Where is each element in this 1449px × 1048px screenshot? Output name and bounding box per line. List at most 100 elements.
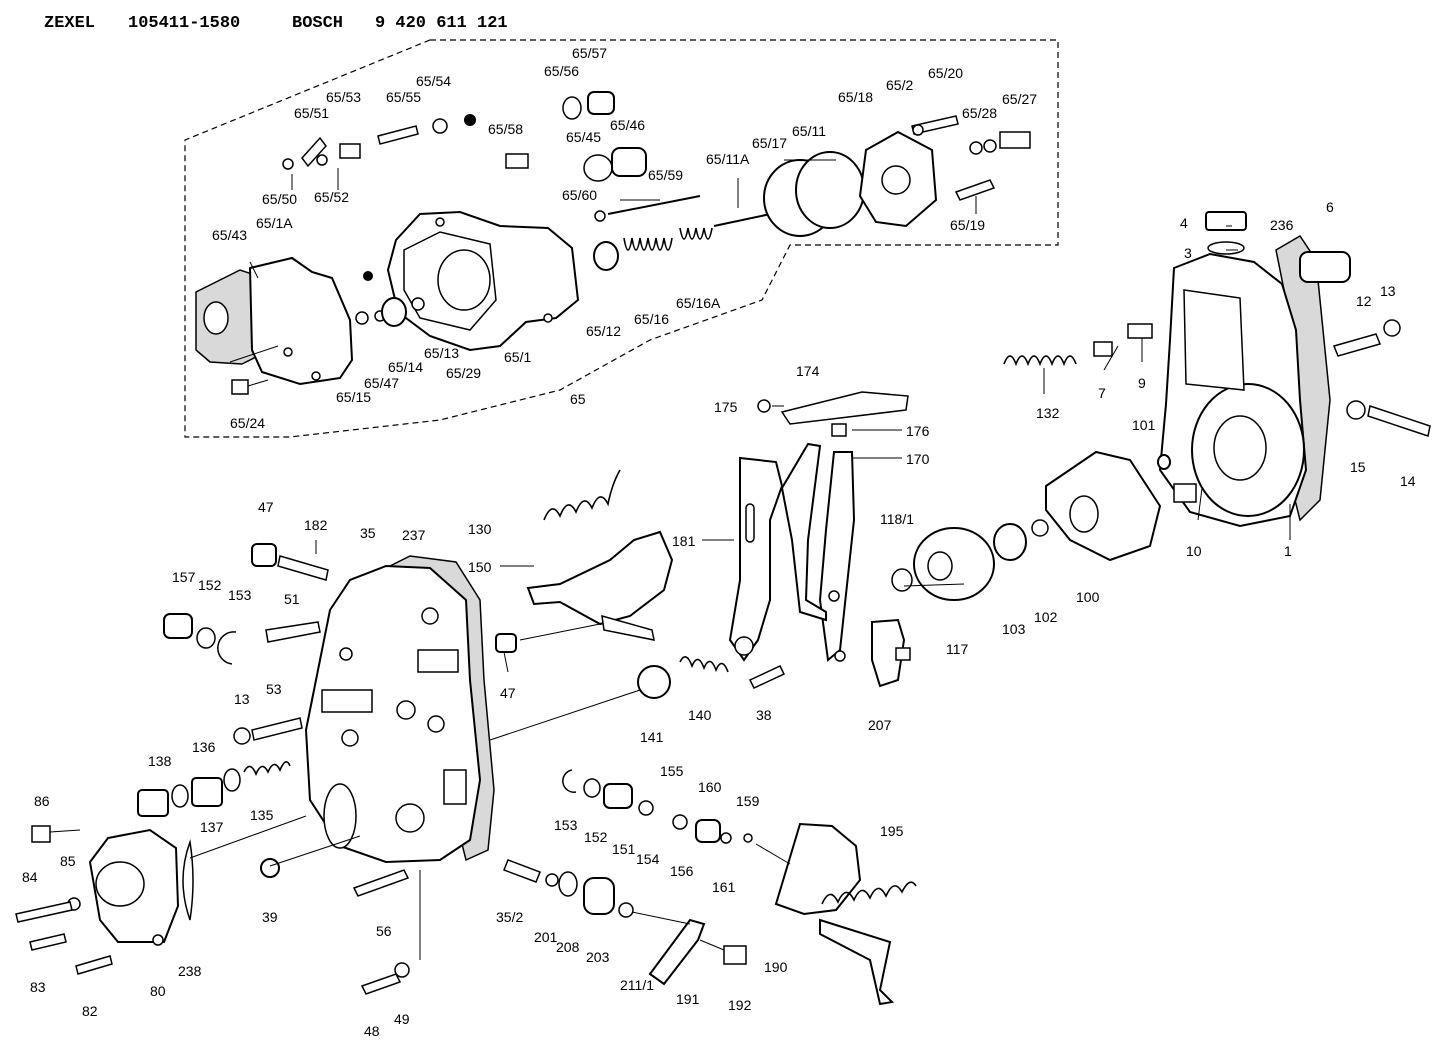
label-3: 3 bbox=[1184, 245, 1192, 261]
label-35: 35 bbox=[360, 525, 376, 541]
oring-238 bbox=[182, 839, 194, 921]
label-84: 84 bbox=[22, 869, 38, 885]
label-237: 237 bbox=[402, 527, 426, 543]
screw-65-19 bbox=[954, 179, 996, 201]
nut-65-15 bbox=[355, 311, 369, 325]
plug-65-46 bbox=[611, 147, 647, 177]
screw-65-24 bbox=[231, 379, 249, 395]
bolt-53 bbox=[251, 717, 303, 741]
washer-65-56 bbox=[562, 96, 582, 120]
bolt-14 bbox=[1367, 405, 1431, 437]
label-65-2: 65/2 bbox=[886, 77, 913, 93]
label-207: 207 bbox=[868, 717, 892, 733]
label-141: 141 bbox=[640, 729, 664, 745]
label-65-11a: 65/11A bbox=[706, 151, 750, 167]
label-65-17: 65/17 bbox=[752, 135, 787, 151]
label-56: 56 bbox=[376, 923, 392, 939]
label-48: 48 bbox=[364, 1023, 380, 1039]
spring-65-16 bbox=[623, 237, 673, 251]
link-65-51 bbox=[301, 136, 327, 168]
label-53: 53 bbox=[266, 681, 282, 697]
block-207 bbox=[871, 618, 906, 688]
flyweight-assembly-100 bbox=[1045, 450, 1162, 562]
plug-6 bbox=[1299, 251, 1351, 283]
label-137: 137 bbox=[200, 819, 224, 835]
label-190: 190 bbox=[764, 959, 788, 975]
oring-152b bbox=[583, 778, 601, 798]
spring-140 bbox=[679, 656, 729, 673]
label-211-1: 211/1 bbox=[620, 977, 654, 993]
leader-lines bbox=[189, 159, 1291, 960]
zexel-part-number: 105411-1580 bbox=[128, 14, 240, 33]
bolt-7 bbox=[1093, 341, 1113, 357]
label-10: 10 bbox=[1186, 543, 1202, 559]
label-65-27: 65/27 bbox=[1002, 91, 1037, 107]
washer-161 bbox=[720, 832, 732, 844]
screw-65-58 bbox=[505, 153, 529, 169]
label-195: 195 bbox=[880, 823, 904, 839]
plug-4 bbox=[1205, 211, 1247, 231]
washer-156 bbox=[672, 814, 688, 830]
label-101: 101 bbox=[1132, 417, 1156, 433]
label-152b: 152 bbox=[584, 829, 608, 845]
cap-138 bbox=[137, 789, 169, 817]
sleeve-160 bbox=[695, 819, 721, 843]
nut-65-54 bbox=[432, 118, 448, 134]
bolt-47 bbox=[251, 543, 277, 567]
screw-65-52 bbox=[339, 143, 361, 159]
circlip-153b bbox=[562, 769, 577, 793]
assembly-65-boundary bbox=[184, 39, 1059, 438]
label-4: 4 bbox=[1180, 215, 1188, 231]
nut-13 bbox=[1383, 319, 1401, 337]
bolt-65-27 bbox=[999, 131, 1031, 149]
label-15: 15 bbox=[1350, 459, 1366, 475]
washer-65-60 bbox=[594, 210, 606, 222]
label-83: 83 bbox=[30, 979, 46, 995]
label-1: 1 bbox=[1284, 543, 1292, 559]
label-65-13: 65/13 bbox=[424, 345, 459, 361]
piston-65-12 bbox=[593, 241, 619, 271]
plate-9 bbox=[1127, 323, 1153, 339]
assembly-65-parts bbox=[195, 91, 1031, 395]
washer-15 bbox=[1346, 400, 1366, 420]
label-65-45: 65/45 bbox=[566, 129, 601, 145]
label-65-59: 65/59 bbox=[648, 167, 683, 183]
label-156: 156 bbox=[670, 863, 694, 879]
label-49: 49 bbox=[394, 1011, 410, 1027]
brand-bosch: BOSCH bbox=[292, 14, 343, 33]
screw-86 bbox=[31, 825, 51, 843]
label-182: 182 bbox=[304, 517, 328, 533]
label-51: 51 bbox=[284, 591, 300, 607]
label-65-12: 65/12 bbox=[586, 323, 621, 339]
pin-182 bbox=[277, 555, 329, 581]
seal-3 bbox=[1207, 241, 1245, 255]
label-160: 160 bbox=[698, 779, 722, 795]
label-153b: 153 bbox=[554, 817, 578, 833]
clip-175 bbox=[757, 399, 771, 413]
bosch-part-number: 9 420 611 121 bbox=[375, 14, 508, 33]
label-181: 181 bbox=[672, 533, 696, 549]
screw-84 bbox=[15, 901, 73, 923]
label-38: 38 bbox=[756, 707, 772, 723]
front-cover-group bbox=[15, 543, 517, 995]
label-138: 138 bbox=[148, 753, 172, 769]
brand-zexel: ZEXEL bbox=[44, 14, 95, 33]
label-136: 136 bbox=[192, 739, 216, 755]
label-65-46: 65/46 bbox=[610, 117, 645, 133]
washer-137 bbox=[223, 768, 241, 792]
bushing-203 bbox=[583, 877, 615, 915]
label-65: 65 bbox=[570, 391, 586, 407]
washer-65-50 bbox=[282, 158, 294, 170]
label-65-60: 65/60 bbox=[562, 187, 597, 203]
label-65-52: 65/52 bbox=[314, 189, 349, 205]
diagram-header: ZEXEL 105411-1580 BOSCH 9 420 611 121 bbox=[44, 14, 508, 33]
label-65-19: 65/19 bbox=[950, 217, 985, 233]
label-65-16a: 65/16A bbox=[676, 295, 721, 311]
label-103: 103 bbox=[1002, 621, 1026, 637]
cover-plate-65-1a bbox=[248, 256, 354, 386]
label-47: 47 bbox=[258, 499, 274, 515]
plug-151 bbox=[603, 783, 633, 809]
label-65-15: 65/15 bbox=[336, 389, 371, 405]
label-65-11: 65/11 bbox=[792, 123, 826, 139]
bolt-47b bbox=[495, 633, 517, 653]
